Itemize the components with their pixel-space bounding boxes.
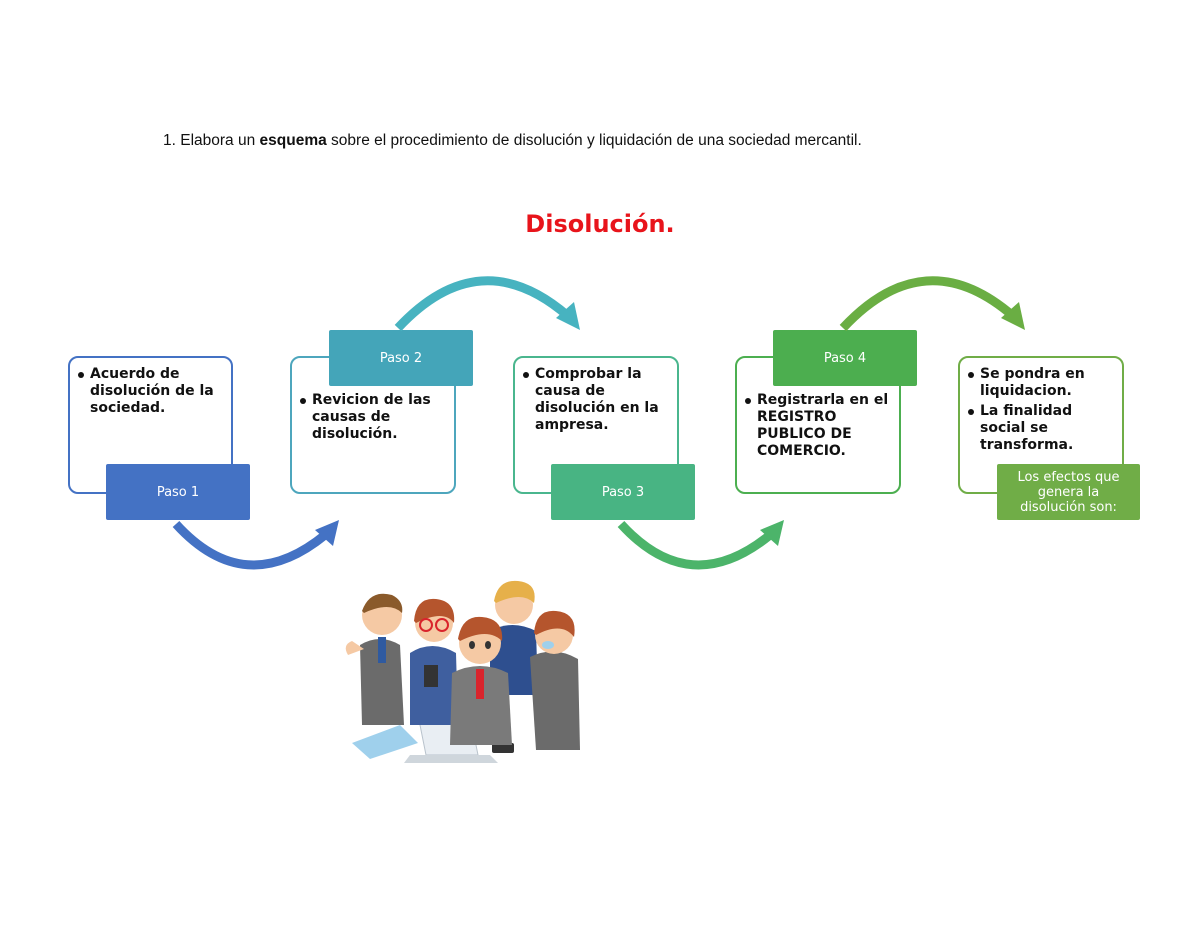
step-5-tag: Los efectos que genera la disolución son… [997,464,1140,520]
step-5-bullet-1: Se pondra en liquidacion. [966,366,1116,400]
instruction-text-start: labora un [190,132,260,149]
step-4-bullet: Registrarla en el REGISTRO PUBLICO DE CO… [743,392,893,460]
instruction-bold-word: esquema [259,132,327,149]
instruction-text-end: sobre el procedimiento de disolución y l… [326,132,862,149]
step-2-bullet: Revicion de las causas de disolución. [298,392,448,443]
step-1-bullet: Acuerdo de disolución de la sociedad. [76,366,225,417]
arrow-step-3-to-4 [617,520,784,570]
step-4-box: Registrarla en el REGISTRO PUBLICO DE CO… [735,356,901,494]
step-3-bullet: Comprobar la causa de disolución en la a… [521,366,671,434]
instruction-text: 1. Elabora un esquema sobre el procedimi… [163,132,862,150]
step-1-tag: Paso 1 [106,464,250,520]
instruction-number: 1. E [163,132,191,149]
stressed-business-team-illustration [345,580,580,763]
step-2-tag: Paso 2 [329,330,473,386]
arrow-step-4-to-5 [839,276,1025,332]
arrow-step-1-to-2 [172,520,339,570]
diagram-title: Disolución. [525,210,675,238]
step-3-tag: Paso 3 [551,464,695,520]
arrow-step-2-to-3 [394,276,580,332]
step-5-bullet-2: La finalidad social se transforma. [966,403,1116,454]
step-4-tag: Paso 4 [773,330,917,386]
